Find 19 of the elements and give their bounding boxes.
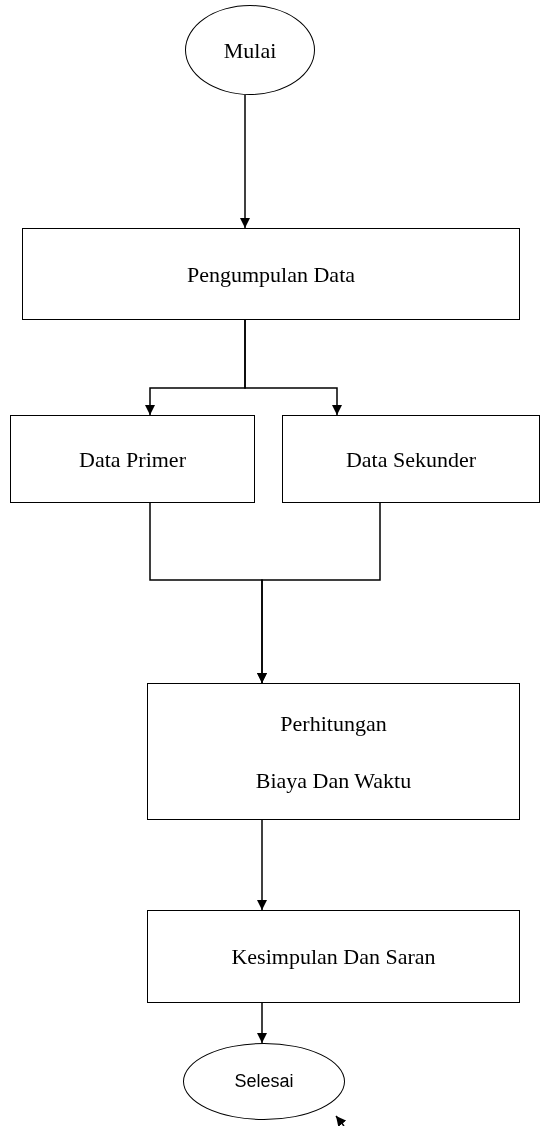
process-box [147, 910, 520, 1003]
arrow [244, 319, 342, 416]
node-label: Biaya Dan Waktu [255, 766, 412, 795]
node-label: Mulai [223, 36, 277, 65]
process-box [147, 683, 520, 820]
arrow [257, 819, 267, 911]
process-box [10, 415, 255, 503]
node-label: Perhitungan [280, 709, 387, 738]
node-label: Selesai [234, 1070, 294, 1093]
node-label: Kesimpulan Dan Saran [231, 943, 436, 971]
process-box [22, 228, 520, 320]
arrow [335, 1115, 347, 1126]
node-label: Data Primer [79, 445, 186, 474]
arrow [257, 502, 381, 684]
node-label: Data Sekunder [345, 445, 477, 474]
process-box [282, 415, 540, 503]
arrow [240, 94, 250, 229]
arrow [257, 1002, 267, 1044]
node-label: Pengumpulan Data [187, 260, 355, 289]
